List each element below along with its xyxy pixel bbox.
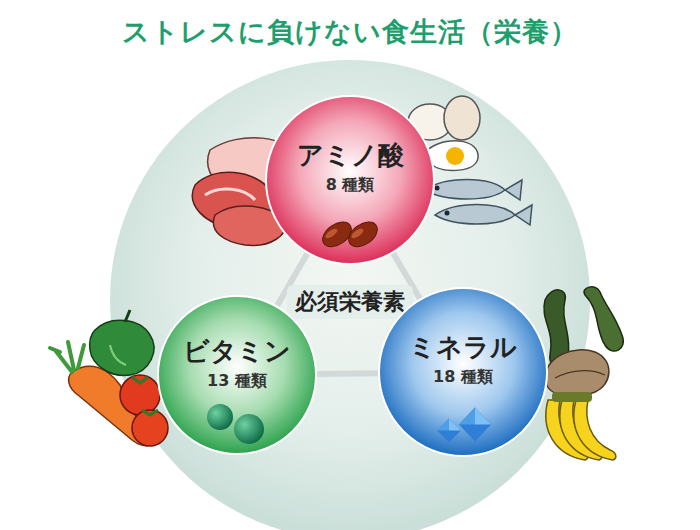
fish	[425, 180, 522, 201]
egg	[444, 96, 480, 140]
green-pepper	[110, 345, 126, 365]
banana	[546, 400, 588, 460]
nutrient-disc	[379, 288, 547, 456]
carrot	[69, 366, 150, 445]
fish-eye	[435, 186, 440, 191]
nutrient-name: ビタミン	[183, 335, 291, 367]
nutrient-disc	[158, 296, 316, 454]
nutrient-circle: アミノ酸 8 種類	[265, 95, 435, 265]
nutrient-name: ミネラル	[409, 331, 517, 363]
nutrient-circle: ミネラル 18 種類	[378, 287, 548, 457]
capsule-icon	[318, 217, 382, 252]
center-label: 必須栄養素	[287, 285, 413, 319]
banana-stem	[552, 392, 592, 402]
type-count: 13 種類	[207, 371, 267, 391]
meat	[205, 189, 255, 200]
shellfish	[545, 350, 609, 397]
title: ストレスに負けない食生活（栄養）	[0, 14, 700, 50]
tomato	[120, 375, 160, 415]
sphere-icon	[207, 404, 264, 444]
triangle-side	[317, 370, 378, 377]
fish	[435, 205, 532, 226]
type-count: 8 種類	[326, 175, 375, 195]
nutrient-region: 必須栄養素 アミノ酸 8 種類ビタミン 13 種類 ミネラル 18 種類	[110, 60, 590, 530]
green-pepper	[90, 320, 154, 375]
tomato-stem	[132, 377, 158, 415]
diamond-icon	[437, 407, 491, 442]
green-pepper	[125, 310, 130, 322]
fish-eye	[445, 211, 450, 216]
egg-yolk	[446, 147, 464, 165]
tomato	[132, 410, 168, 446]
nutrient-circle: ビタミン 13 種類	[157, 295, 317, 455]
banana	[574, 400, 616, 460]
nutrient-name: アミノ酸	[297, 139, 404, 171]
banana	[560, 400, 602, 460]
carrot-leaf	[50, 342, 84, 372]
seaweed	[584, 287, 623, 351]
nutrient-disc	[266, 96, 434, 264]
seaweed	[544, 290, 569, 367]
shellfish	[555, 371, 605, 378]
meat	[192, 172, 272, 228]
background-circle	[110, 60, 590, 530]
type-count: 18 種類	[433, 367, 493, 387]
